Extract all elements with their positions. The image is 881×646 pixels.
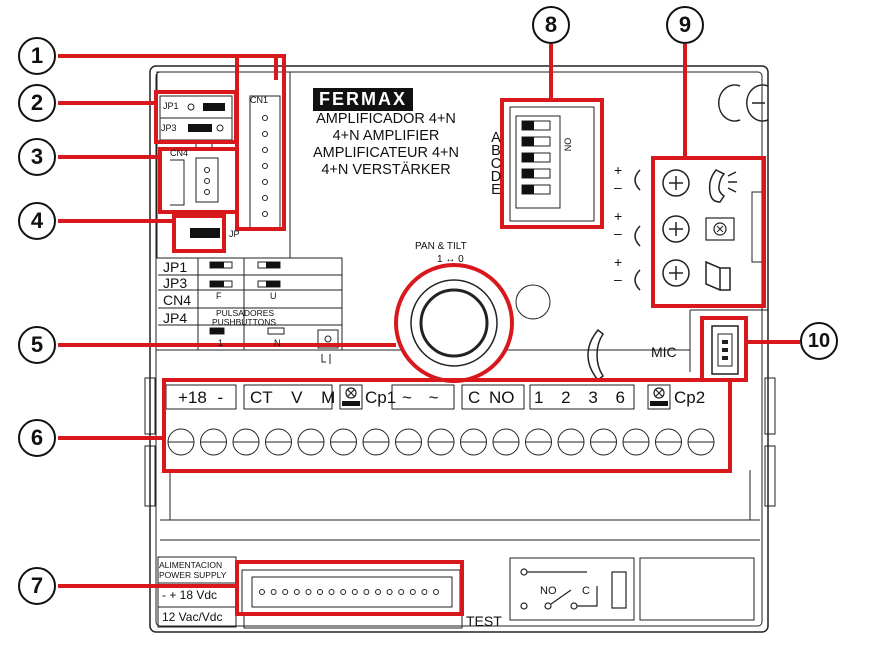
brand-logo: FERMAX [313, 88, 413, 111]
connector-pin [282, 589, 289, 595]
terminal-cp2-label: Cp2 [674, 388, 706, 407]
pan-tilt-values: 1 ↔ 0 [437, 254, 464, 265]
power-supply-label: POWER SUPPLY [159, 570, 227, 580]
dip-letter-c: C [490, 156, 502, 172]
dip-switch-letters: A B C D E [490, 130, 502, 198]
dip-letter-d: D [490, 169, 502, 185]
terminal-ac-label: ~ ~ [402, 388, 439, 407]
connector-pin [363, 589, 370, 595]
dip-on-label: ON [562, 137, 573, 152]
model-description: AMPLIFICADOR 4+N 4+N AMPLIFIER AMPLIFICA… [296, 111, 476, 179]
table-row-jp4: JP4 [163, 310, 188, 326]
connector-pin [351, 589, 358, 595]
model-line-en: 4+N AMPLIFIER [332, 128, 440, 144]
connector-pin [375, 589, 381, 595]
connector-pin [421, 589, 428, 595]
jp-label: JP [229, 229, 240, 239]
pulsadores-label: PULSADORES [216, 308, 275, 318]
callout-2: 2 [18, 84, 56, 122]
connector-pin [386, 589, 393, 595]
jp4-option-n: N [274, 338, 281, 348]
relay-c-label: C [582, 585, 590, 597]
connector-pin [433, 589, 439, 595]
table-row-jp3: JP3 [163, 275, 188, 291]
table-row-cn4: CN4 [163, 292, 192, 308]
connector-pin [328, 589, 335, 595]
terminal-cp1-label: Cp1 [365, 388, 397, 407]
jp3-label: JP3 [161, 123, 177, 133]
connector-pin [340, 589, 347, 595]
callout-7: 7 [18, 567, 56, 605]
terminal-relay-label: C NO [468, 388, 515, 407]
pushbuttons-label: PUSHBUTTONS [212, 317, 277, 327]
connector-pin [317, 589, 323, 595]
adjust-plus-1: + [614, 162, 623, 178]
connector-pin [409, 589, 416, 595]
table-row-jp1: JP1 [163, 259, 188, 275]
jp1-label: JP1 [163, 101, 179, 111]
dc-voltage-label: - + 18 Vdc [162, 588, 218, 602]
pan-tilt-label: PAN & TILT [415, 241, 467, 252]
model-line-de: 4+N VERSTÄRKER [321, 162, 451, 178]
relay-no-label: NO [540, 585, 557, 597]
callout-4: 4 [18, 202, 56, 240]
jp3-option-u: U [270, 291, 277, 301]
adjust-minus-3: – [614, 271, 622, 287]
connector-pin [293, 589, 300, 595]
ac-voltage-label: 12 Vac/Vdc [162, 610, 223, 624]
alimentacion-label: ALIMENTACION [159, 560, 223, 570]
jp3-option-f: F [216, 291, 222, 301]
dip-letter-a: A [491, 130, 501, 146]
terminal-numbers-label: 1 2 3 6 [534, 388, 625, 407]
test-label: TEST [466, 613, 502, 629]
connector-pin [305, 589, 312, 595]
jp4-option-1: 1 [218, 338, 224, 348]
callout-8: 8 [532, 6, 570, 44]
callout-10: 10 [800, 322, 838, 360]
terminal-power-label: +18 - [178, 388, 224, 407]
model-line-fr: AMPLIFICATEUR 4+N [313, 145, 459, 161]
adjust-minus-2: – [614, 225, 622, 241]
callout-3: 3 [18, 138, 56, 176]
cn1-label: CN1 [250, 95, 269, 105]
adjust-plus-2: + [614, 208, 623, 224]
callout-6: 6 [18, 419, 56, 457]
terminal-ctvm-label: CT V M [250, 388, 336, 407]
connector-pin [398, 589, 405, 595]
callout-9: 9 [666, 6, 704, 44]
cn4-label: CN4 [170, 148, 189, 158]
model-line-es: AMPLIFICADOR 4+N [316, 111, 456, 127]
callout-5: 5 [18, 326, 56, 364]
connector-pin [270, 589, 277, 595]
adjust-plus-3: + [614, 254, 623, 270]
dip-letter-b: B [491, 143, 501, 159]
mic-label: MIC [651, 344, 677, 360]
dip-letter-e: E [491, 182, 501, 198]
connector-pin [259, 589, 265, 595]
callout-1: 1 [18, 37, 56, 75]
adjust-minus-1: – [614, 179, 622, 195]
